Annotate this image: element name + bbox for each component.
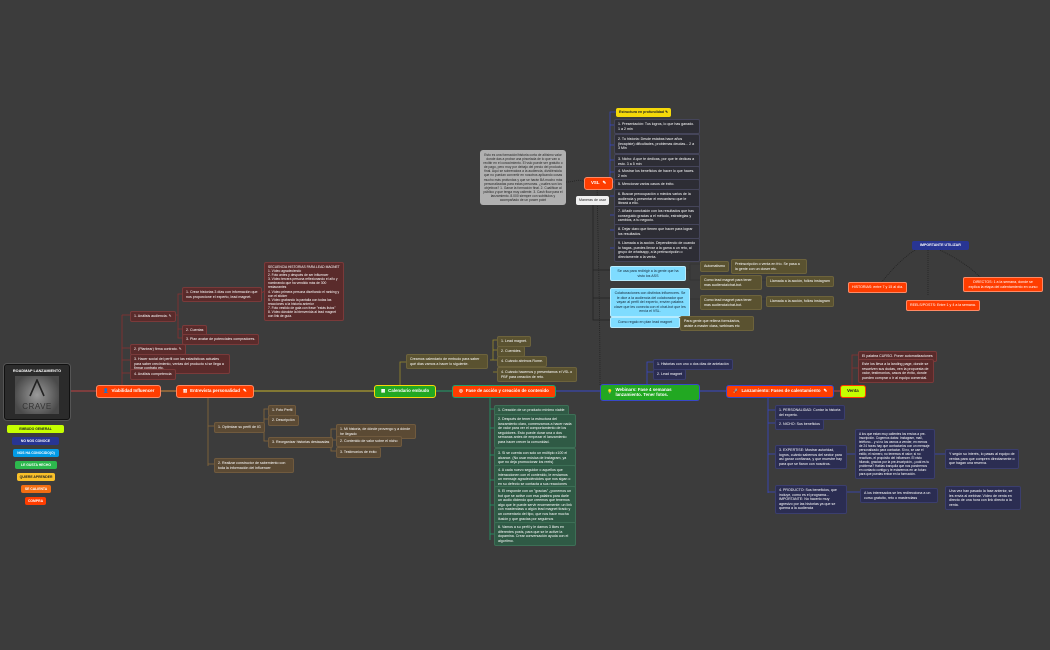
node-viabilidad-influencer[interactable]: 👤 Viabilidad Influencer: [96, 385, 162, 398]
rocket-icon: 🚀: [733, 388, 739, 393]
target-icon: ◎: [459, 388, 463, 393]
node-llamada-accion-1[interactable]: Llamada a la acción, follow instagram: [766, 276, 834, 287]
node-vsl[interactable]: VSL ✎: [584, 177, 614, 190]
node-contenido-valor[interactable]: 2. Contenido de valor sobre el nicho: [336, 436, 402, 447]
node-hacer-social[interactable]: 3. Hacer social del perfil con las estad…: [130, 354, 230, 374]
node-abrimos-rome[interactable]: 4. Cuándo abrimos Rome.: [497, 356, 547, 367]
node-expertise[interactable]: 3. EXPERTISE: Mostrar autoridad, logros,…: [775, 445, 847, 470]
node-lanzamiento[interactable]: 🚀 Lanzamiento: Fases de calentamiento ✎: [726, 385, 835, 398]
node-directos[interactable]: DIRECTOS: 1 a la semana, donde se explic…: [963, 277, 1043, 293]
funnel-compra[interactable]: COMPRA: [25, 497, 46, 505]
node-creamos-calendario[interactable]: Creamos calendario de embudo para saber …: [406, 354, 488, 370]
node-nicho[interactable]: 2. NICHO: Sus beneficios: [775, 419, 824, 430]
crave-logo-image: CRAVE: [15, 376, 59, 414]
node-descripcion[interactable]: 2. Descripción: [268, 415, 299, 426]
node-nuevo-seguidor[interactable]: 4. A cada nuevo seguidor o aquellos que …: [494, 465, 576, 490]
node-analisis-audiencia[interactable]: 1. Análisis audiencia. ✎: [130, 311, 176, 322]
node-crear-historias[interactable]: 1. Crear historias 3 días con informació…: [182, 287, 262, 303]
node-firma-contrato[interactable]: 2. (Plantear) firma contrato. ✎: [130, 344, 186, 355]
person-icon: 👤: [103, 388, 109, 393]
node-reorganizar-historias[interactable]: 3. Reorganizar historias destacadas: [268, 437, 334, 448]
funnel-nos-ha-conocido[interactable]: NOS HA CONOCIDO(O): [13, 449, 59, 457]
funnel-embudo-general[interactable]: EMBUDO GENERAL: [7, 425, 64, 433]
node-expertise-followup[interactable]: Y según su interés, lo pasas al equipo d…: [945, 449, 1019, 469]
node-automatismo[interactable]: Automatismo: [700, 261, 729, 272]
note-icon: ✎: [665, 110, 669, 114]
node-colaboraciones[interactable]: Colaboraciones con distintos influencers…: [610, 288, 690, 317]
node-preinscripcion[interactable]: Preinscripción o venta en frío. Se pasa …: [731, 259, 807, 275]
node-cuentdes[interactable]: 2. Cuentdes.: [497, 346, 526, 357]
node-como-lead-magnet-1[interactable]: Como lead magnet para tener mas audienci…: [700, 275, 762, 291]
node-lead-magnet[interactable]: 1. Lead magnet.: [497, 336, 531, 347]
root-node[interactable]: ROADMAP LANZAMIENTO CRAVE: [4, 364, 70, 420]
node-responde-gracias[interactable]: 5. El responde con un "gracias" ¿ponemos…: [494, 486, 576, 525]
node-plan-avatar[interactable]: 3. Plan avatar de potenciales compradore…: [182, 334, 260, 345]
node-estructura-2[interactable]: 2. Tu historia: Desde estabas hace años …: [614, 134, 700, 154]
node-maneras-usar[interactable]: Maneras de usar: [576, 196, 609, 205]
node-likes-perfil[interactable]: 6. Vamos a su perfil y le damos 3 likes …: [494, 522, 576, 547]
node-historias-dia[interactable]: HISTORIAS: entre 7 y 15 al día.: [848, 282, 908, 293]
node-estructura-1[interactable]: 1. Presentación: Tus logros, lo que has …: [614, 119, 700, 135]
node-historias-antelacion[interactable]: 1. Historias con uno o dos días de antel…: [653, 359, 733, 370]
node-redirigir-gente[interactable]: Se usa para redirigir a la gente que ha …: [610, 266, 686, 282]
node-estructura-8[interactable]: 8. Dejar claro que tienen que hacer para…: [614, 224, 700, 240]
node-webinar-lead-magnet[interactable]: 2. Lead magnet: [653, 369, 686, 380]
node-optimizar-perfil[interactable]: 1. Optimizar su perfil de IG: [214, 422, 265, 433]
note-icon: ✎: [178, 347, 182, 351]
node-fase-accion[interactable]: ◎ Fase de acción y creación de contenido: [452, 385, 556, 398]
note-icon: ✎: [242, 388, 247, 393]
note-icon: ✎: [823, 388, 828, 393]
node-calendario-embudo[interactable]: ▦ Calendario embudo: [374, 385, 437, 398]
node-personalidad[interactable]: 1. PERSONALIDAD: Contar la historia del …: [775, 405, 845, 421]
logo-text: CRAVE: [22, 402, 52, 411]
node-vsl-description[interactable]: Esto es una formación/historia corta de …: [480, 150, 566, 206]
node-venta[interactable]: Venta: [840, 385, 866, 398]
node-secuencia-historias[interactable]: SECUENCIA HISTORIAS PARA LEAD MAGNET 1. …: [264, 262, 344, 322]
node-estructura-5[interactable]: 5. Mencionar varios casos de éxito.: [614, 179, 700, 190]
node-como-lead-magnet-2[interactable]: Como lead magnet para tener mas audienci…: [700, 295, 762, 311]
funnel-quiere-aprender[interactable]: QUIERE APRENDER: [17, 473, 55, 481]
node-constructor[interactable]: 2. Realizar constructor de sabemiento co…: [214, 458, 294, 474]
node-producto-detail[interactable]: A los interesados se les redirecciona a …: [860, 488, 938, 504]
lambda-logo-icon: [29, 379, 45, 397]
root-title: ROADMAP LANZAMIENTO: [12, 369, 62, 373]
node-reels-posts[interactable]: REELS/POSTS: Entre 1 y 4 a la semana.: [906, 300, 980, 311]
bulb-icon: 💡: [607, 389, 613, 395]
node-regalo-lead-magnet[interactable]: Como regalo en plan lead magnet: [610, 317, 680, 328]
node-despues-estructura[interactable]: 2. Después de tener la estructura del la…: [494, 414, 576, 448]
funnel-no-nos-conoce[interactable]: NO NOS CONOCE: [12, 437, 59, 445]
node-formularios[interactable]: Para gente que rellena formularios, asis…: [680, 316, 754, 332]
node-estructura-9[interactable]: 9. Llamada a la acción. Dependiendo de c…: [614, 238, 700, 263]
node-testimonios[interactable]: 3. Testimonios de éxito: [336, 447, 381, 458]
note-icon: ✎: [602, 180, 607, 185]
chart-icon: ▥: [183, 388, 188, 393]
node-entrevista-personalidad[interactable]: ▥ Entrevista personalidad ✎: [176, 385, 254, 398]
node-producto-followup[interactable]: Una vez han pasado la fase anterior, se …: [945, 486, 1021, 511]
node-importante-utilizar[interactable]: IMPORTANTE UTILIZAR: [912, 241, 969, 250]
note-icon: ✎: [168, 314, 172, 318]
node-llamada-accion-2[interactable]: Llamada a la acción, follow instagram: [766, 296, 834, 307]
node-estructura-profundidad[interactable]: Estructura en profundidad ✎: [616, 108, 672, 117]
node-presentamos-vsl[interactable]: 4. Cuándo hacemos y presentamos el VSL o…: [497, 367, 577, 383]
node-analisis-competencia[interactable]: 4. Análisis competencia: [130, 369, 176, 380]
calendar-icon: ▦: [381, 388, 386, 393]
node-landing-page[interactable]: Este los lleva a la landing page, donde …: [858, 359, 934, 384]
node-foto-perfil[interactable]: 1. Foto Perfil: [268, 405, 297, 416]
funnel-se-calienta[interactable]: SE CALIENTA: [21, 485, 51, 493]
funnel-le-gusta[interactable]: LE GUSTA HECHO: [15, 461, 57, 469]
node-webinars[interactable]: 💡 Webinars: Fase 4 semanas lanzamiento. …: [600, 384, 700, 402]
node-producto[interactable]: 4. PRODUCTO: Sus beneficios, que incluye…: [775, 485, 847, 514]
node-estructura-7[interactable]: 7. Añadir conclusión con los resultados …: [614, 206, 700, 226]
node-expertise-detail[interactable]: A los que estan muy calientes los envías…: [855, 429, 935, 479]
